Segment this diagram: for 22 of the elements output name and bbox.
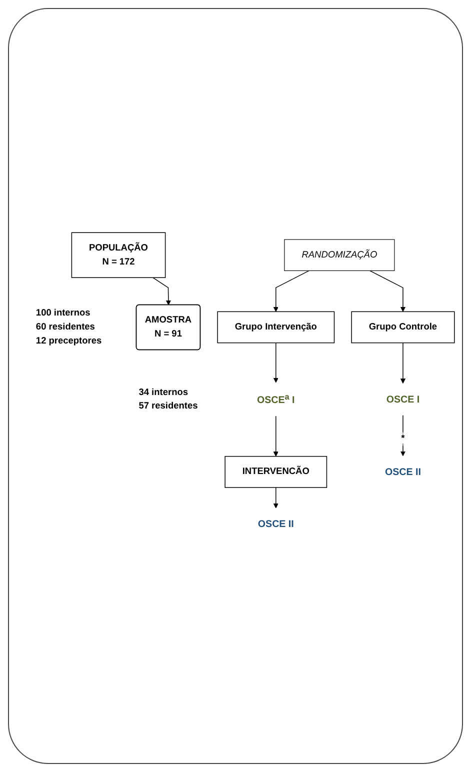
arrow [369, 270, 406, 312]
node-label: 12 preceptores [36, 336, 102, 346]
node-text: OSCE$^{a}$ I [256, 392, 295, 406]
arrow [273, 415, 278, 456]
edge-label: * [401, 433, 405, 444]
arrow [400, 342, 406, 384]
node-box: RANDOMIZAÇÃO [284, 238, 395, 271]
node-text: OSCE I [386, 393, 420, 404]
node-box: INTERVENCÃO [224, 456, 328, 488]
node-label: 60 residentes [36, 322, 95, 332]
node-text: OSCE II [258, 518, 294, 530]
node-label: 34 internos [138, 386, 188, 397]
node-box: Grupo Intervenção [217, 310, 335, 343]
node-box: Grupo Controle [351, 310, 455, 343]
node-text: OSCE II [384, 466, 421, 477]
arrow [152, 276, 171, 305]
node-label: 100 internos [36, 308, 90, 318]
node-label: 57 residentes [138, 400, 198, 411]
arrow [273, 342, 278, 382]
node-box: POPULAÇÃO N = 172 [71, 232, 166, 278]
arrow [273, 486, 278, 508]
arrow [273, 270, 310, 312]
